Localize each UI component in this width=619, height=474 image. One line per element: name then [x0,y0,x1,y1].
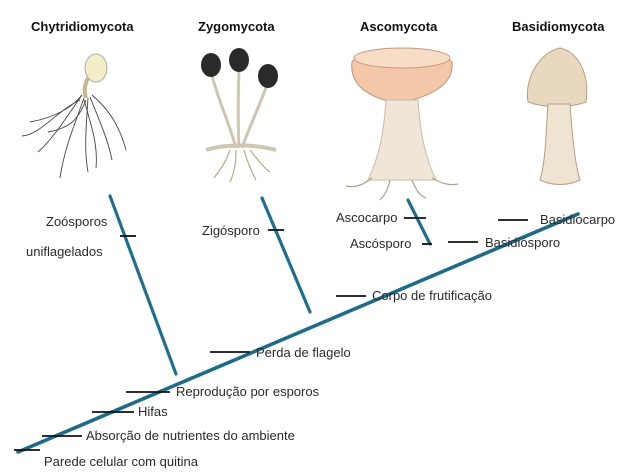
trait-label-zoospores-line1: Zoósporos [46,214,108,229]
zygomycota-illustration [201,48,278,182]
group-label-zygomycota: Zygomycota [198,19,275,34]
ascomycota-illustration [346,48,458,200]
trait-label-spore-reproduction: Reprodução por esporos [176,384,320,399]
trait-label-basidiocarp: Basidiocarpo [540,212,615,227]
trait-label-nutrient-absorption: Absorção de nutrientes do ambiente [86,428,295,443]
trait-label-hyphae: Hifas [138,404,168,419]
trait-label-zygospore: Zigósporo [202,223,260,238]
trait-label-zoospores-line2: uniflagelados [26,244,103,259]
trait-label-ascospore: Ascósporo [350,236,411,251]
trait-label-basidiospore: Basidiósporo [485,235,560,250]
trait-label-chitin-wall: Parede celular com quitina [44,454,199,469]
trait-label-flagellum-loss: Perda de flagelo [256,345,351,360]
group-label-chytridiomycota: Chytridiomycota [31,19,134,34]
basidiomycota-illustration [527,48,586,185]
trait-label-fruiting-body: Corpo de frutificação [372,288,492,303]
group-label-ascomycota: Ascomycota [360,19,438,34]
chytrid-illustration [22,54,126,178]
group-label-basidiomycota: Basidiomycota [512,19,605,34]
trait-label-ascocarp: Ascocarpo [336,210,397,225]
